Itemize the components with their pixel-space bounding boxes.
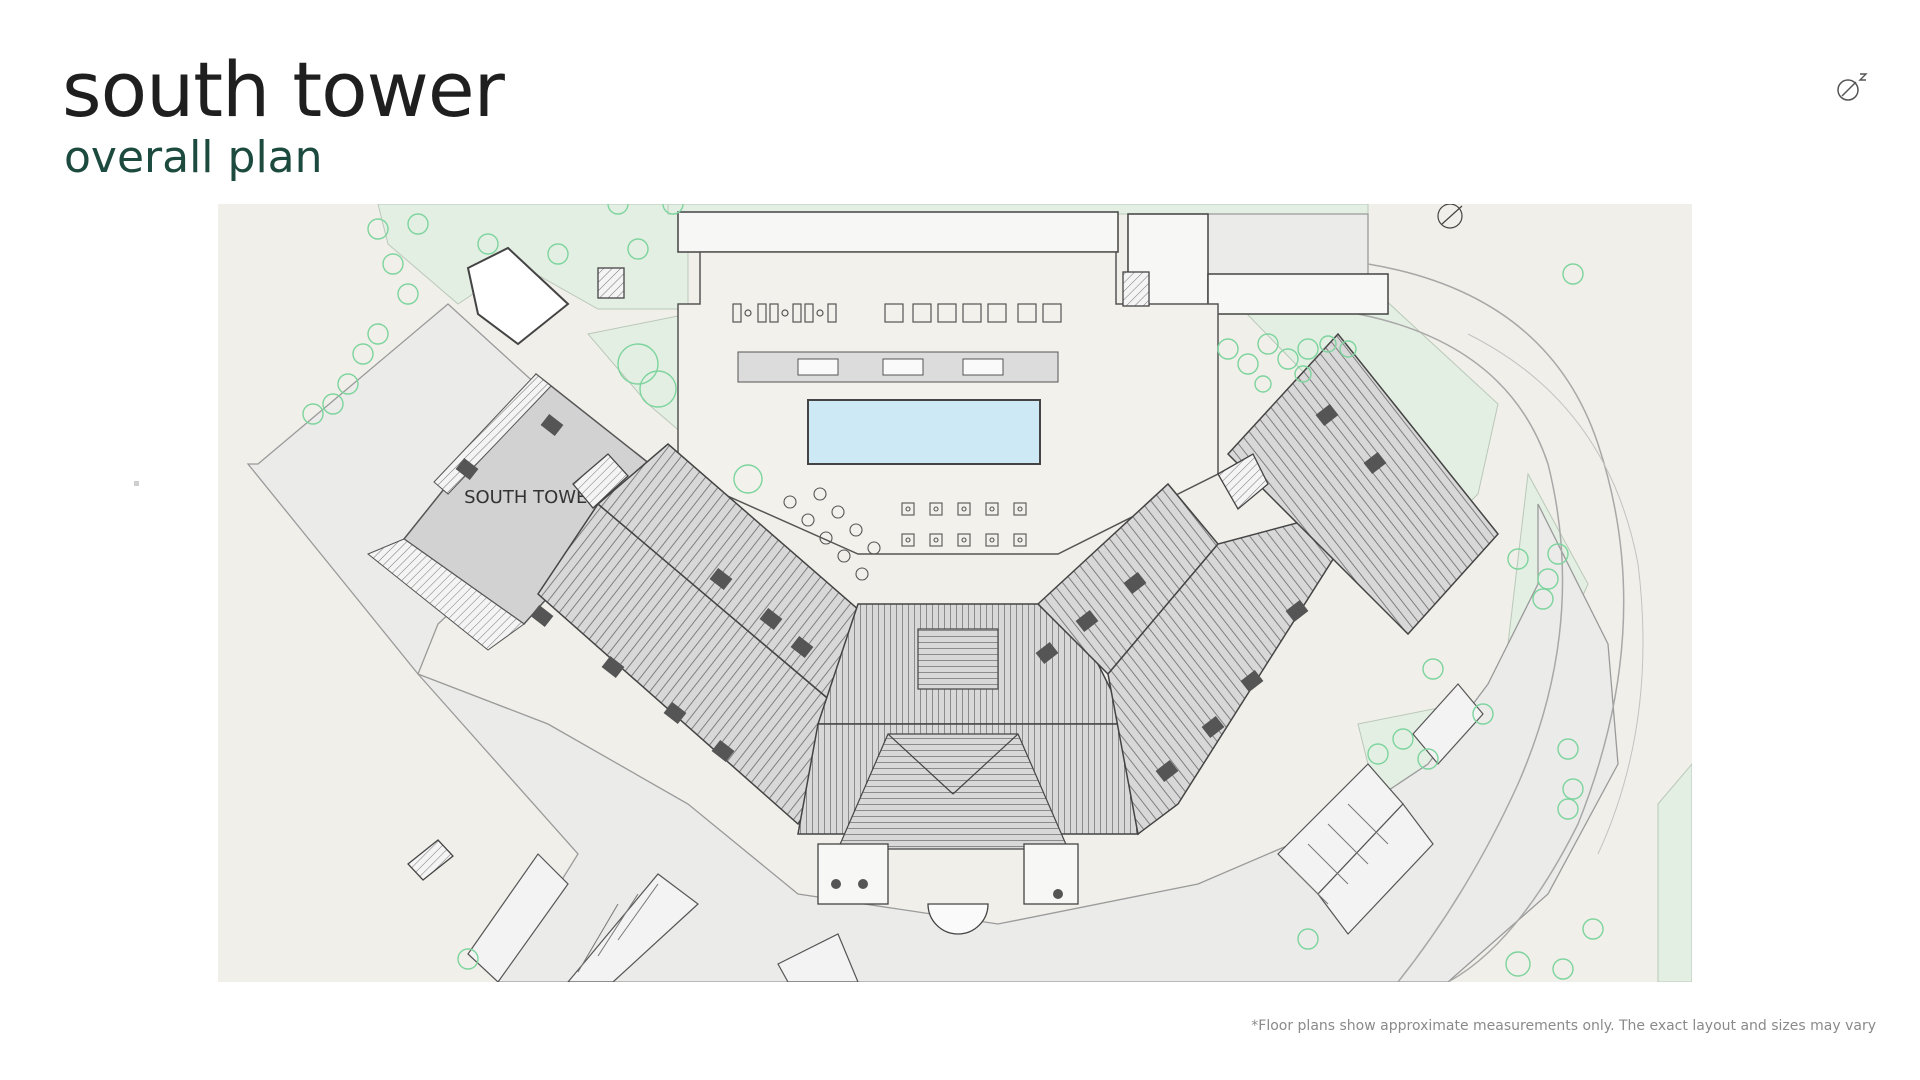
disclaimer-note: *Floor plans show approximate measuremen… [1251,1018,1876,1034]
right-wing-roof-outer [1107,502,1370,836]
roof-vents [455,403,1387,783]
parking-bays [467,683,1484,982]
east-pavilion-roof [1226,332,1499,636]
accessible-parking-icon [831,879,1063,899]
plan-compass-icon [1437,204,1463,229]
page-title: south tower [62,45,505,134]
swimming-pool [807,399,1041,465]
parking-lines [577,803,1389,973]
central-skylight [917,628,999,690]
stray-marker [134,481,139,486]
site-plan: SOUTH TOWER /> [218,204,1692,982]
north-arrow-icon [1837,73,1868,101]
south-tower-label: SOUTH TOWER [464,487,600,508]
access-road [1367,263,1625,982]
entrance-portico [817,843,1079,935]
pavilion [466,246,570,346]
seating-clusters [783,487,1027,581]
page-subtitle: overall plan [64,132,323,183]
stair-cores: /> [407,267,1269,881]
trees [302,204,1604,980]
loungers [797,358,1004,376]
deck-furniture [732,303,1062,323]
